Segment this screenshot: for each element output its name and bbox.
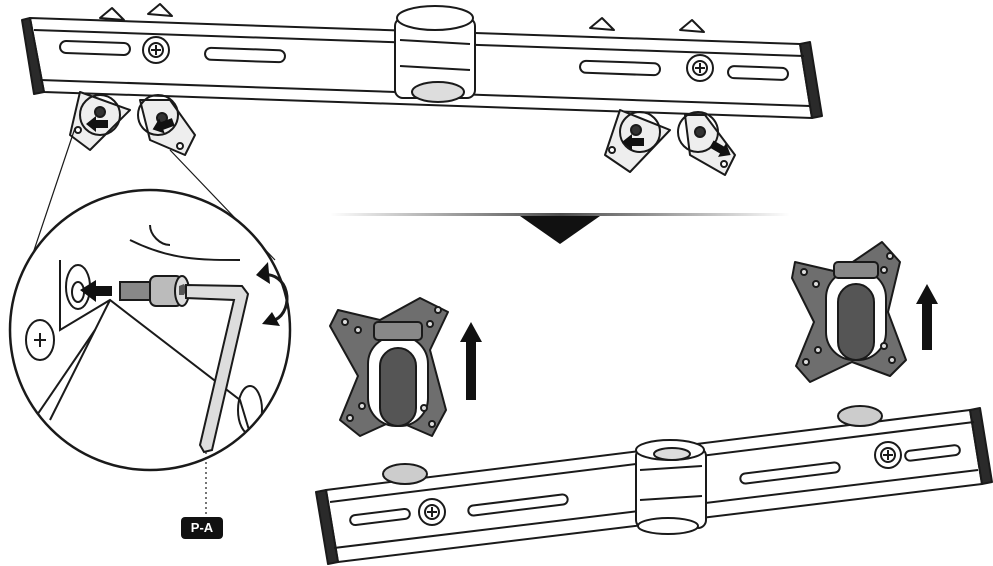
top-crossbar-assembly [21, 3, 823, 176]
part-label-pa: P-A [181, 517, 223, 539]
bar-screw [874, 441, 902, 469]
center-clamp [394, 5, 476, 103]
right-mount-plates [604, 109, 736, 176]
vesa-plate-left [329, 297, 449, 437]
bar-screw [142, 36, 170, 64]
push-arrow-icon [80, 280, 112, 302]
zoom-detail [8, 188, 292, 472]
left-mount-plates [69, 91, 196, 156]
bottom-crossbar-assembly [315, 405, 993, 565]
vesa-plate-right [791, 241, 907, 383]
up-arrow-icon [460, 322, 482, 400]
hex-key-icon [185, 283, 250, 454]
bar-screw [418, 498, 446, 526]
step-divider [330, 213, 790, 216]
up-arrow-icon [916, 284, 938, 350]
push-arrow-icon [709, 140, 731, 157]
bar-screw [686, 54, 714, 82]
down-arrow-icon [520, 216, 600, 244]
push-arrow-icon [86, 116, 108, 132]
center-clamp [635, 439, 707, 535]
push-arrow-icon [622, 134, 644, 150]
rotate-arrow-icon [256, 262, 289, 326]
push-arrow-icon [152, 118, 175, 134]
